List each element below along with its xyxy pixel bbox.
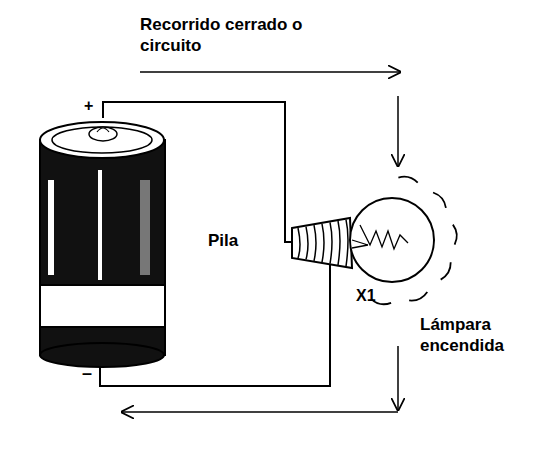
light-ray <box>398 177 417 183</box>
light-ray <box>453 225 457 245</box>
terminal-sign: + <box>84 96 93 116</box>
screw-thread <box>298 228 300 258</box>
screw-thread <box>314 225 316 261</box>
screw-thread <box>322 224 324 262</box>
screw-thread <box>306 227 308 260</box>
screw-thread <box>346 220 348 267</box>
battery-symbol <box>40 122 165 367</box>
flow-title: Recorrido cerrado o circuito <box>140 14 310 57</box>
part-name: Pila <box>208 230 238 251</box>
callout-number: X1 <box>356 286 376 306</box>
light-ray <box>441 262 451 279</box>
light-ray <box>409 292 427 301</box>
screw-thread <box>338 221 340 265</box>
lamp-symbol <box>292 177 457 305</box>
terminal-sign: – <box>82 362 92 385</box>
light-ray <box>433 192 446 207</box>
state-note: Lámpara encendida <box>420 314 530 357</box>
screw-thread <box>330 222 332 263</box>
